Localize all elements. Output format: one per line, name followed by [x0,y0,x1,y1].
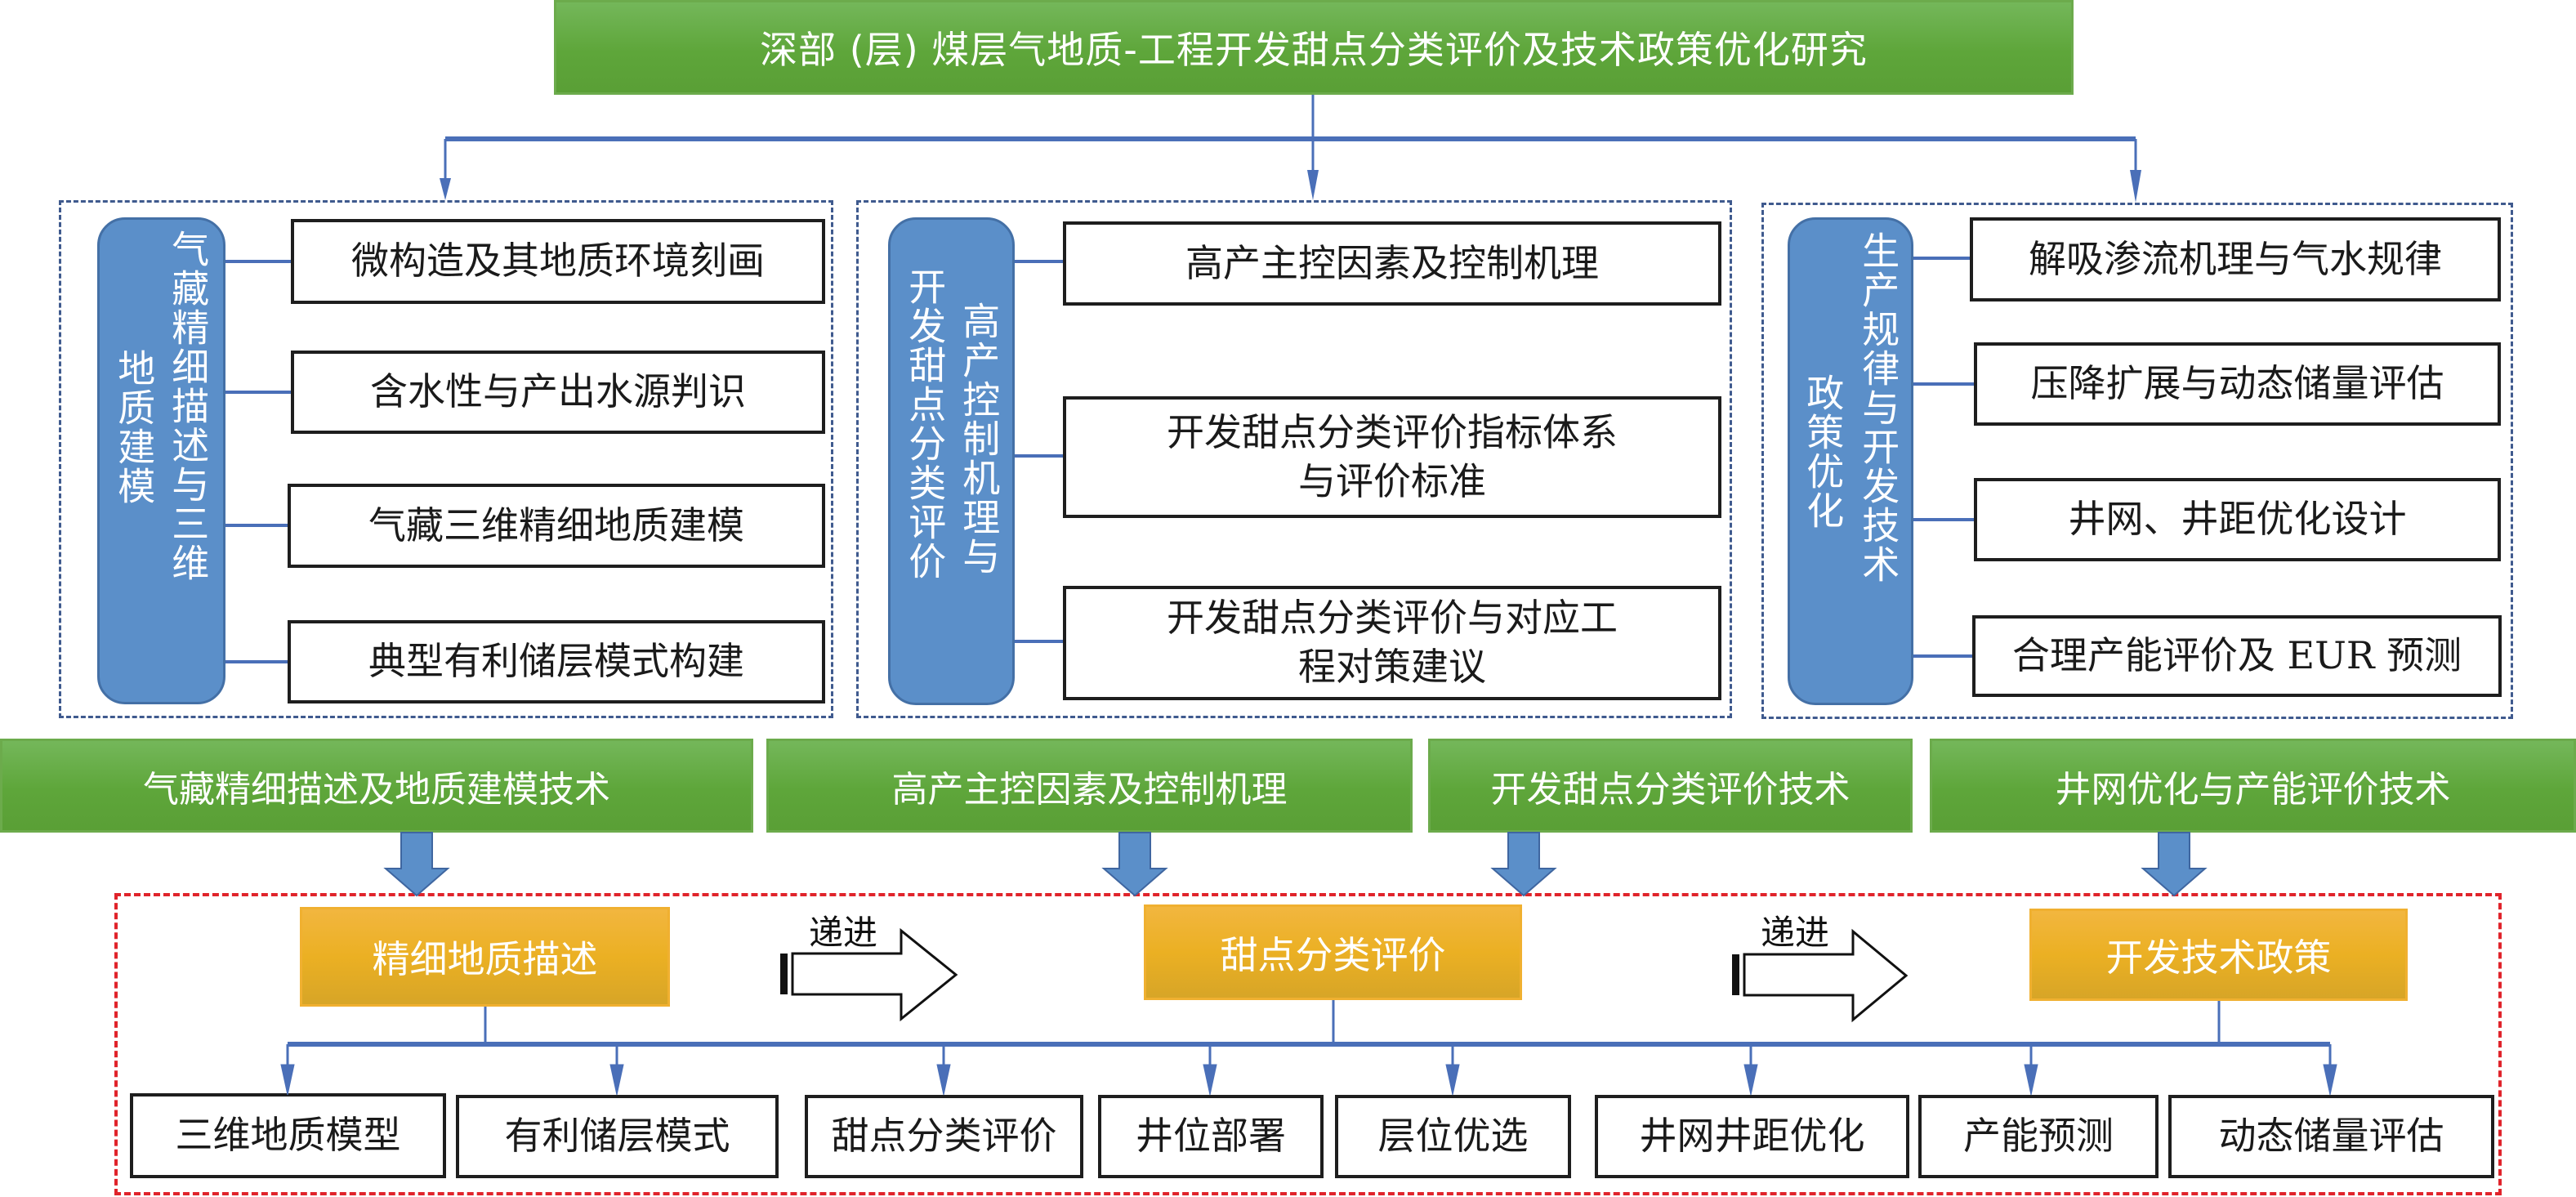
main-title: 深部 (层) 煤层气地质-工程开发甜点分类评价及技术政策优化研究 [760,28,1868,72]
pill-inner-text: 气藏精细描述与三维 [166,230,211,583]
panel-geological-modeling [59,200,833,718]
item-label: 压降扩展与动态储量评估 [2030,361,2444,406]
block-arrow-down-icon [1490,832,1557,897]
block-arrow-down-icon [2141,832,2208,897]
pill-outer-text: 地质建模 [112,349,157,506]
panel1-item: 典型有利储层模式构建 [288,620,825,703]
panel-sweet-spot-evaluation [856,200,1732,718]
arrow-down-icon [2130,170,2141,203]
panel1-item: 含水性与产出水源判识 [291,351,825,434]
outcome-box: 层位优选 [1335,1095,1571,1178]
item-label: 井网、井距优化设计 [2068,497,2407,542]
outcome-box: 甜点分类评价 [805,1095,1083,1178]
block-arrow-down-icon [1101,832,1168,897]
technology-box: 开发甜点分类评价技术 [1428,739,1913,833]
pill-sweet-spot-evaluation: 开发甜点分类评价 高产控制机理与 [888,217,1015,705]
technology-label: 井网优化与产能评价技术 [2055,768,2451,811]
progress-label: 递进 [809,913,878,953]
pill-outer-text: 开发甜点分类评价 [903,267,948,581]
main-title-box: 深部 (层) 煤层气地质-工程开发甜点分类评价及技术政策优化研究 [554,0,2074,95]
stage-label: 甜点分类评价 [1220,932,1446,977]
outcome-box: 三维地质模型 [130,1093,446,1178]
panel2-item: 开发甜点分类评价指标体系与评价标准 [1063,396,1721,518]
stage-label: 精细地质描述 [372,937,598,981]
panel1-item: 微构造及其地质环境刻画 [291,219,825,304]
arrow-down-icon [1307,170,1319,200]
item-label: 微构造及其地质环境刻画 [351,239,765,284]
outcome-label: 层位优选 [1377,1114,1529,1159]
outcome-box: 井网井距优化 [1595,1095,1909,1178]
item-label: 含水性与产出水源判识 [370,369,746,414]
outcome-label: 有利储层模式 [504,1114,730,1159]
stage-box: 精细地质描述 [300,907,670,1007]
arrowheads [440,170,2141,203]
panel3-item: 解吸渗流机理与气水规律 [1970,217,2501,301]
outcome-label: 甜点分类评价 [831,1114,1057,1159]
outcomes-container [114,893,2502,1195]
outcome-box: 产能预测 [1918,1095,2159,1178]
item-label: 高产主控因素及控制机理 [1185,240,1599,285]
item-label: 合理产能评价及 EUR 预测 [2011,633,2462,678]
progress-label: 递进 [1761,913,1830,953]
panel2-item: 高产主控因素及控制机理 [1063,221,1721,306]
pill-geological-modeling: 地质建模 气藏精细描述与三维 [97,217,225,704]
pill-policy-optimization: 政策优化 生产规律与开发技术 [1788,217,1913,705]
outcome-label: 产能预测 [1963,1114,2114,1159]
pill-inner-text: 高产控制机理与 [957,301,1002,576]
stage-box: 甜点分类评价 [1144,904,1522,1000]
outcome-label: 井网井距优化 [1639,1114,1865,1159]
panel-policy-optimization [1761,203,2513,719]
outcome-label: 三维地质模型 [175,1113,401,1158]
outcome-box: 动态储量评估 [2168,1095,2494,1178]
item-label: 开发甜点分类评价指标体系与评价标准 [1167,409,1618,503]
outcome-label: 动态储量评估 [2218,1114,2444,1159]
outcome-label: 井位部署 [1136,1114,1286,1159]
panel2-item: 开发甜点分类评价与对应工程对策建议 [1063,586,1721,700]
outcome-box: 有利储层模式 [456,1095,779,1178]
item-label: 典型有利储层模式构建 [368,639,744,684]
item-label: 开发甜点分类评价与对应工程对策建议 [1167,596,1618,689]
pill-outer-text: 政策优化 [1801,373,1846,530]
technology-box: 气藏精细描述及地质建模技术 [0,739,753,833]
outcome-box: 井位部署 [1098,1095,1324,1178]
item-label: 解吸渗流机理与气水规律 [2029,236,2442,281]
panel3-item: 压降扩展与动态储量评估 [1974,342,2501,426]
panel3-item: 合理产能评价及 EUR 预测 [1972,615,2502,697]
stage-label: 开发技术政策 [2105,935,2332,980]
technology-label: 气藏精细描述及地质建模技术 [143,768,610,811]
panel3-item: 井网、井距优化设计 [1974,478,2501,561]
technology-box: 高产主控因素及控制机理 [766,739,1413,833]
stage-box: 开发技术政策 [2029,909,2408,1001]
arrow-down-icon [440,178,451,200]
pill-inner-text: 生产规律与开发技术 [1856,231,1901,584]
item-label: 气藏三维精细地质建模 [368,502,744,547]
technology-label: 高产主控因素及控制机理 [891,768,1288,811]
panel1-item: 气藏三维精细地质建模 [288,484,825,568]
technology-label: 开发甜点分类评价技术 [1490,768,1851,811]
technology-box: 井网优化与产能评价技术 [1930,739,2576,833]
block-arrow-down-icon [383,832,450,897]
